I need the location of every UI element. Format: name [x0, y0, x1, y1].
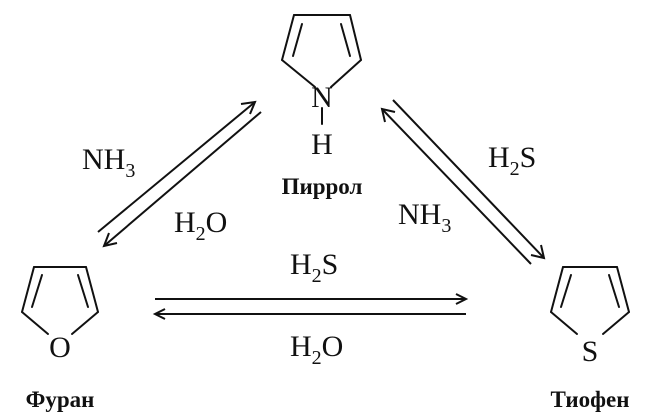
pyrrole-to-furan-arrowhead	[102, 232, 118, 248]
furan-to-thiophene-arrowhead	[455, 293, 469, 305]
reagent-base: NH	[398, 198, 441, 231]
thiophene-to-furan-arrowhead	[152, 308, 166, 320]
reagent-subscript: 3	[441, 215, 451, 237]
reagent-subscript: 2	[312, 347, 322, 369]
furan-thiophene-equilibrium-arrows	[152, 293, 469, 320]
pyrrole-thiophene-equilibrium-arrows	[380, 99, 546, 265]
pyrrole-to-thiophene-arrow	[392, 99, 545, 259]
thiophene-to-pyrrole-arrowhead	[380, 107, 396, 123]
reagent-subscript: 2	[510, 158, 520, 180]
pyrrole-ring	[281, 14, 362, 125]
reagent-rest: O	[206, 206, 228, 239]
reagent-base: H	[290, 330, 312, 363]
furan-double-bond	[77, 274, 89, 308]
furan-double-bond	[31, 274, 43, 308]
furan-ring	[21, 266, 99, 335]
pyrrole-structure: N H Пиррол	[281, 14, 363, 199]
furan-bond	[21, 266, 35, 313]
reagent-base: NH	[82, 143, 125, 176]
reagent-furan-to-pyrrole: NH3	[82, 143, 135, 182]
reagent-rest: O	[322, 330, 344, 363]
thiophene-to-pyrrole-arrow	[381, 108, 532, 265]
reagent-pyrrole-to-furan: H2O	[174, 206, 227, 245]
pyrrole-hydrogen-label: H	[311, 128, 333, 161]
thiophene-double-bond	[608, 274, 620, 308]
thiophene-ring	[550, 266, 630, 335]
pyrrole-to-furan-arrow	[103, 111, 262, 247]
thiophene-structure: S Тиофен	[550, 266, 630, 412]
reagent-rest: S	[520, 141, 537, 174]
furan-to-pyrrole-arrow	[97, 101, 256, 233]
pyrrole-nitrogen-label: N	[311, 81, 333, 114]
pyrrole-bond	[281, 59, 316, 88]
thiophene-bond	[550, 266, 564, 313]
reagent-base: H	[174, 206, 196, 239]
thiophene-name: Тиофен	[551, 387, 630, 412]
furan-bond	[71, 311, 99, 335]
reagent-base: H	[290, 248, 312, 281]
reagent-thiophene-to-furan: H2O	[290, 330, 343, 369]
furan-bond	[85, 266, 99, 313]
thiophene-sulfur-label: S	[582, 335, 599, 368]
reagent-pyrrole-to-thiophene: H2S	[488, 141, 536, 180]
reagent-base: H	[488, 141, 510, 174]
thiophene-bond	[550, 311, 578, 335]
thiophene-bond	[602, 311, 630, 335]
furan-bond	[21, 311, 49, 335]
reagent-subscript: 3	[125, 160, 135, 182]
pyrrole-bond	[330, 59, 362, 88]
pyrrole-bond	[349, 14, 362, 61]
thiophene-bond	[616, 266, 630, 313]
reagent-rest: S	[322, 248, 339, 281]
furan-oxygen-label: O	[49, 331, 71, 364]
pyrrole-bond	[281, 14, 295, 61]
furan-name: Фуран	[26, 387, 95, 412]
reagent-thiophene-to-pyrrole: NH3	[398, 198, 451, 237]
furan-to-pyrrole-arrowhead	[240, 100, 257, 115]
thiophene-double-bond	[560, 274, 572, 308]
reagent-subscript: 2	[312, 265, 322, 287]
pyrrole-to-thiophene-arrowhead	[530, 244, 546, 260]
furan-pyrrole-equilibrium-arrows	[97, 100, 262, 248]
pyrrole-name: Пиррол	[282, 174, 363, 199]
pyrrole-double-bond	[292, 23, 303, 57]
reagent-subscript: 2	[196, 223, 206, 245]
reagent-furan-to-thiophene: H2S	[290, 248, 338, 287]
furan-structure: O Фуран	[21, 266, 99, 412]
pyrrole-double-bond	[340, 23, 351, 57]
